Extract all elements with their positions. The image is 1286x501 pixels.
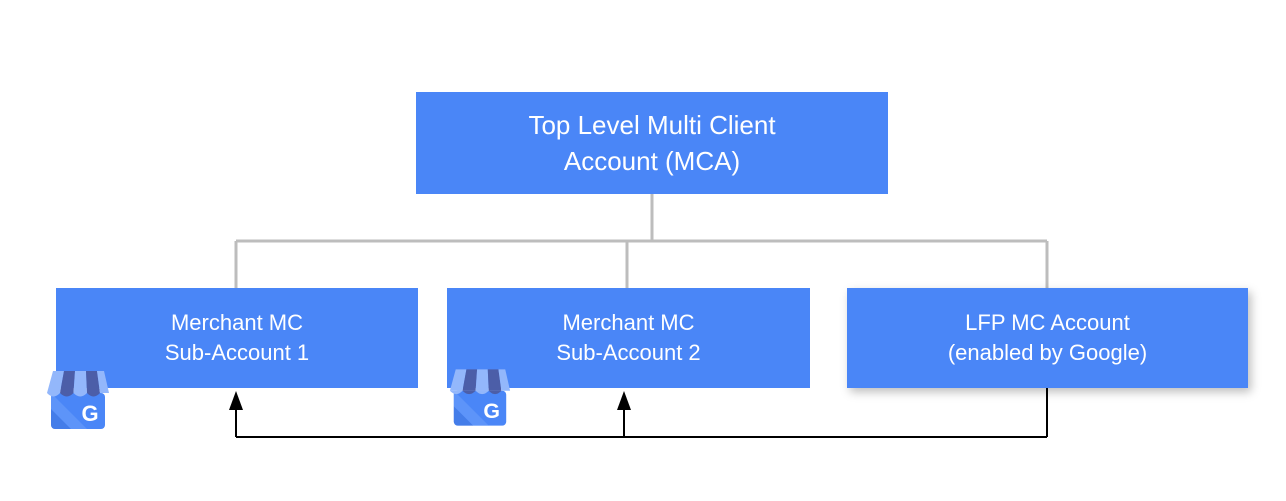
node-top-level-mca-label: Top Level Multi Client Account (MCA) <box>528 110 776 176</box>
arrowhead-to-sub1 <box>229 391 243 410</box>
svg-text:G: G <box>483 399 500 423</box>
node-lfp-mc-account[interactable]: LFP MC Account (enabled by Google) <box>847 288 1248 388</box>
node-merchant-sub-account-2[interactable]: Merchant MC Sub-Account 2 <box>447 288 810 388</box>
arrowhead-to-sub2 <box>617 391 631 410</box>
svg-text:G: G <box>81 401 98 426</box>
google-my-business-storefront-icon: G <box>44 369 112 431</box>
node-top-level-mca[interactable]: Top Level Multi Client Account (MCA) <box>416 92 888 194</box>
node-merchant-sub-account-2-label: Merchant MC Sub-Account 2 <box>556 310 701 365</box>
node-merchant-sub-account-1-label: Merchant MC Sub-Account 1 <box>164 310 310 365</box>
node-merchant-sub-account-1[interactable]: Merchant MC Sub-Account 1 <box>56 288 418 388</box>
feedback-connectors <box>235 388 1048 438</box>
google-my-business-storefront-icon: G <box>447 367 513 428</box>
node-lfp-mc-account-label: LFP MC Account (enabled by Google) <box>947 310 1148 365</box>
tree-connectors <box>234 194 1049 288</box>
